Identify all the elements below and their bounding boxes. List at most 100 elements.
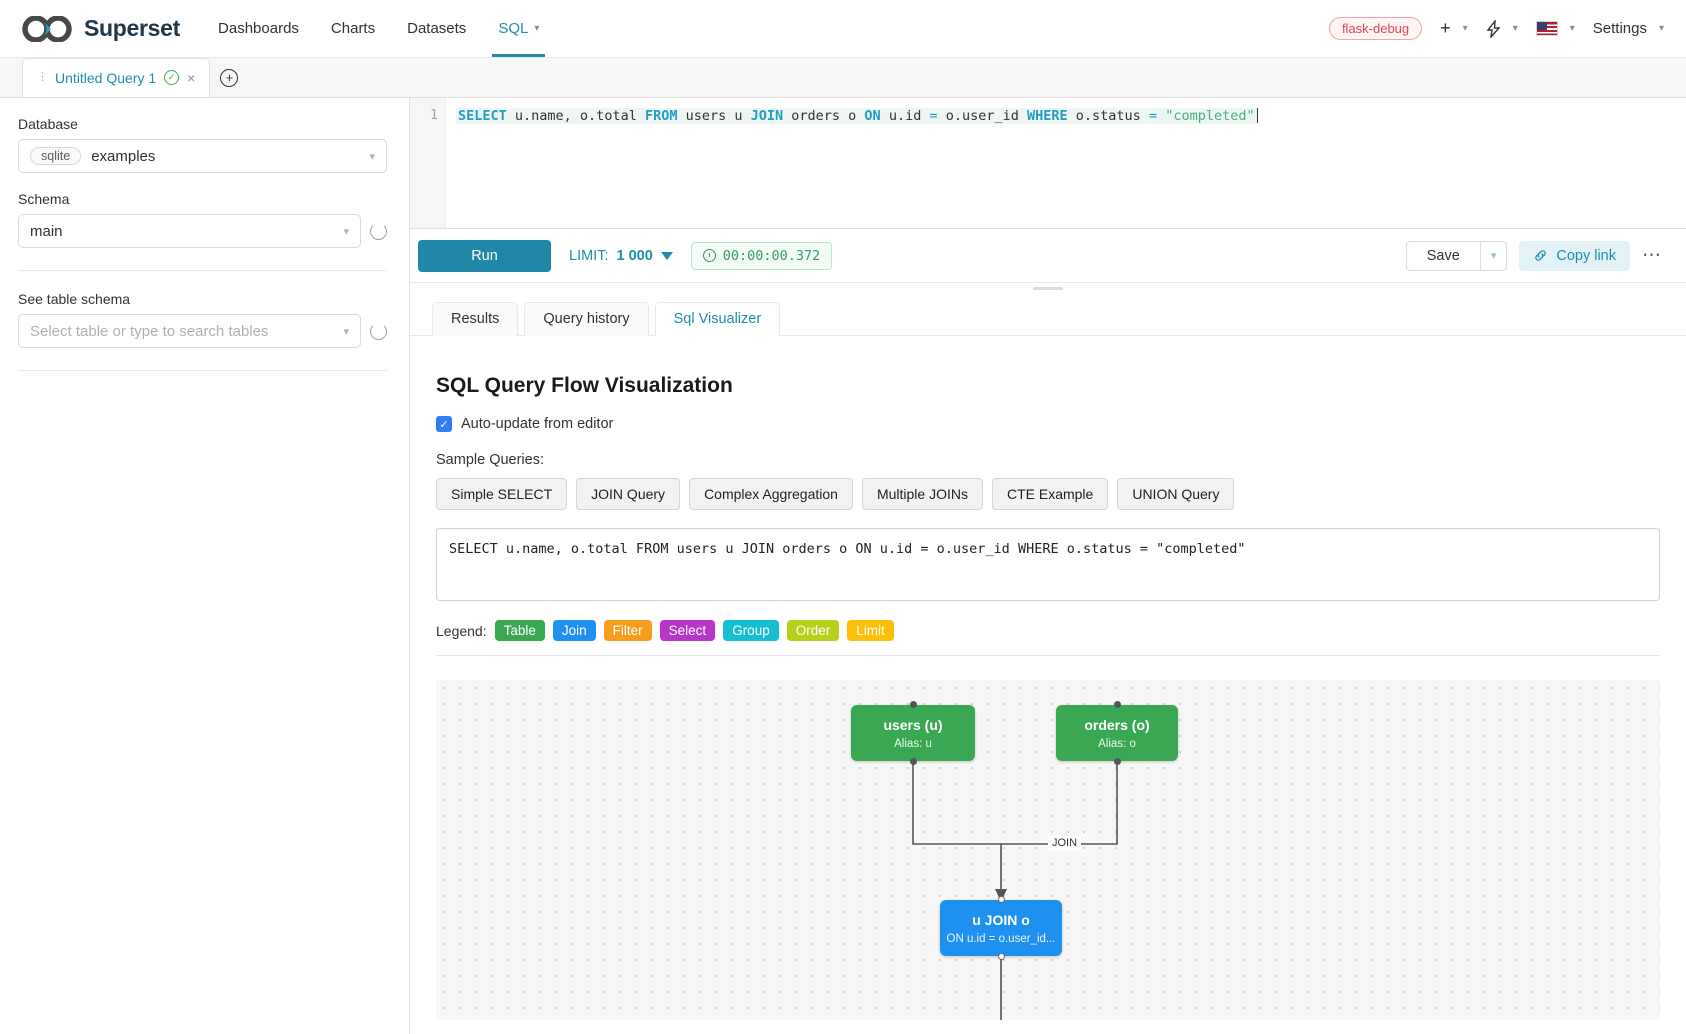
pane-resize-handle[interactable]	[410, 283, 1686, 293]
node-users[interactable]: users (u) Alias: u	[851, 701, 975, 765]
legend-chip-order: Order	[786, 620, 840, 641]
node-handle-top[interactable]	[997, 896, 1005, 903]
tab-label: Sql Visualizer	[673, 311, 762, 327]
sql-token: ON	[864, 108, 881, 124]
table-select[interactable]: Select table or type to search tables ▾	[18, 314, 361, 348]
node-orders[interactable]: orders (o) Alias: o	[1056, 701, 1178, 765]
sql-token: u.name, o.total	[506, 108, 645, 124]
flow-edges	[912, 764, 1118, 902]
sql-visualizer-panel: SQL Query Flow Visualization ✓ Auto-upda…	[410, 336, 1686, 1034]
text-caret	[1256, 108, 1258, 123]
sql-token: users u	[677, 108, 751, 124]
sample-query-button-5[interactable]: UNION Query	[1117, 478, 1235, 510]
auto-update-checkbox[interactable]: ✓	[436, 416, 452, 432]
query-timer: 00:00:00.372	[690, 241, 833, 270]
limit-dropdown[interactable]: LIMIT: 1 000	[569, 248, 673, 264]
copy-link-button[interactable]: Copy link	[1519, 240, 1630, 271]
node-handle-bottom[interactable]	[1113, 758, 1121, 765]
copy-link-label: Copy link	[1556, 247, 1616, 264]
sql-code-line: SELECT u.name, o.total FROM users u JOIN…	[456, 108, 1257, 124]
legend-chip-select: Select	[659, 620, 716, 641]
run-button[interactable]: Run	[418, 239, 551, 272]
chevron-down-icon: ▾	[369, 150, 375, 163]
sample-query-button-0[interactable]: Simple SELECT	[436, 478, 568, 510]
editor-code-area[interactable]: SELECT u.name, o.total FROM users u JOIN…	[446, 98, 1686, 228]
divider	[18, 370, 387, 371]
nav-label: Dashboards	[218, 20, 299, 37]
nav-label: Charts	[330, 20, 376, 37]
sql-token: o.status	[1067, 108, 1149, 124]
refresh-tables-icon[interactable]	[370, 322, 387, 340]
node-handle-top[interactable]	[909, 701, 917, 708]
database-value: examples	[91, 147, 156, 165]
nav-label: Datasets	[407, 20, 467, 37]
legend-chip-filter: Filter	[603, 620, 652, 641]
tab-query-history[interactable]: Query history	[524, 302, 649, 336]
language-button[interactable]: ▾	[1535, 21, 1575, 36]
sql-token: WHERE	[1027, 108, 1068, 124]
node-handle-top[interactable]	[1113, 701, 1121, 708]
limit-value: 1 000	[616, 247, 653, 264]
sql-input-textarea[interactable]	[436, 528, 1660, 601]
close-icon[interactable]: ×	[187, 69, 196, 86]
save-button[interactable]: Save ▾	[1405, 240, 1508, 271]
right-panel: 1 SELECT u.name, o.total FROM users u JO…	[410, 98, 1686, 1034]
node-handle-bottom[interactable]	[909, 758, 917, 765]
sql-token: u.id	[880, 108, 930, 124]
node-title: u JOIN o	[972, 911, 1030, 928]
left-panel: Database sqlite examples ▾ Schema main ▾…	[0, 98, 410, 1034]
auto-update-label: Auto-update from editor	[461, 416, 614, 432]
node-handle-bottom[interactable]	[997, 953, 1005, 960]
query-flow-canvas[interactable]: JOIN users (u) Alias: u orders (o) Alias…	[436, 680, 1660, 1020]
editor-gutter: 1	[410, 98, 446, 228]
sample-query-button-1[interactable]: JOIN Query	[576, 478, 681, 510]
plus-icon: +	[1440, 18, 1451, 38]
chevron-down-icon: ▾	[343, 225, 349, 238]
nav-link-sql[interactable]: SQL ▾	[492, 0, 546, 57]
query-tab-untitled-query-1[interactable]: ⋮ Untitled Query 1 ✓ ×	[22, 58, 211, 97]
schema-select[interactable]: main ▾	[18, 214, 361, 248]
refresh-schema-icon[interactable]	[370, 222, 387, 240]
drag-grip-icon[interactable]: ⋮	[37, 71, 48, 83]
node-join[interactable]: u JOIN o ON u.id = o.user_id...	[940, 896, 1062, 960]
new-item-button[interactable]: + ▾	[1440, 18, 1468, 39]
nav-link-datasets[interactable]: Datasets	[407, 0, 466, 57]
sample-query-button-3[interactable]: Multiple JOINs	[861, 478, 983, 510]
sample-query-button-2[interactable]: Complex Aggregation	[689, 478, 853, 510]
bolt-icon	[1486, 19, 1501, 38]
legend-chip-table: Table	[494, 620, 545, 641]
check-circle-icon: ✓	[164, 70, 180, 85]
sample-query-button-4[interactable]: CTE Example	[991, 478, 1109, 510]
add-query-tab-button[interactable]: +	[210, 58, 248, 97]
database-select[interactable]: sqlite examples ▾	[18, 139, 387, 173]
table-schema-label: See table schema	[18, 291, 131, 307]
chevron-down-icon: ▾	[1658, 23, 1664, 34]
tab-sql-visualizer[interactable]: Sql Visualizer	[654, 302, 781, 336]
bolt-button[interactable]: ▾	[1486, 19, 1518, 38]
sql-editor[interactable]: 1 SELECT u.name, o.total FROM users u JO…	[410, 98, 1686, 228]
main-split: Database sqlite examples ▾ Schema main ▾…	[0, 98, 1686, 1034]
tab-label: Query history	[543, 311, 630, 327]
chevron-down-icon: ▾	[534, 23, 540, 34]
tab-results[interactable]: Results	[432, 302, 519, 336]
node-title: orders (o)	[1084, 716, 1150, 733]
chevron-down-icon: ▾	[343, 325, 349, 338]
superset-logo[interactable]: Superset	[22, 15, 180, 42]
table-schema-field: See table schema Select table or type to…	[18, 291, 387, 348]
nav-link-dashboards[interactable]: Dashboards	[218, 0, 299, 57]
query-tab-label: Untitled Query 1	[55, 69, 157, 86]
save-dropdown-chevron-icon[interactable]: ▾	[1479, 241, 1507, 270]
caret-down-icon	[660, 251, 673, 260]
nav-link-charts[interactable]: Charts	[331, 0, 375, 57]
save-label: Save	[1426, 247, 1460, 264]
settings-menu[interactable]: Settings ▾	[1593, 20, 1664, 37]
edge-label-join: JOIN	[1048, 836, 1082, 850]
schema-value: main	[30, 222, 63, 240]
sql-token: o.user_id	[937, 108, 1028, 124]
query-tab-strip: ⋮ Untitled Query 1 ✓ × +	[0, 58, 1686, 98]
nav-label: SQL	[498, 20, 529, 37]
more-options-icon[interactable]: ⋯	[1642, 245, 1662, 266]
auto-update-row[interactable]: ✓ Auto-update from editor	[436, 416, 1660, 432]
sql-token: "completed"	[1165, 108, 1255, 124]
